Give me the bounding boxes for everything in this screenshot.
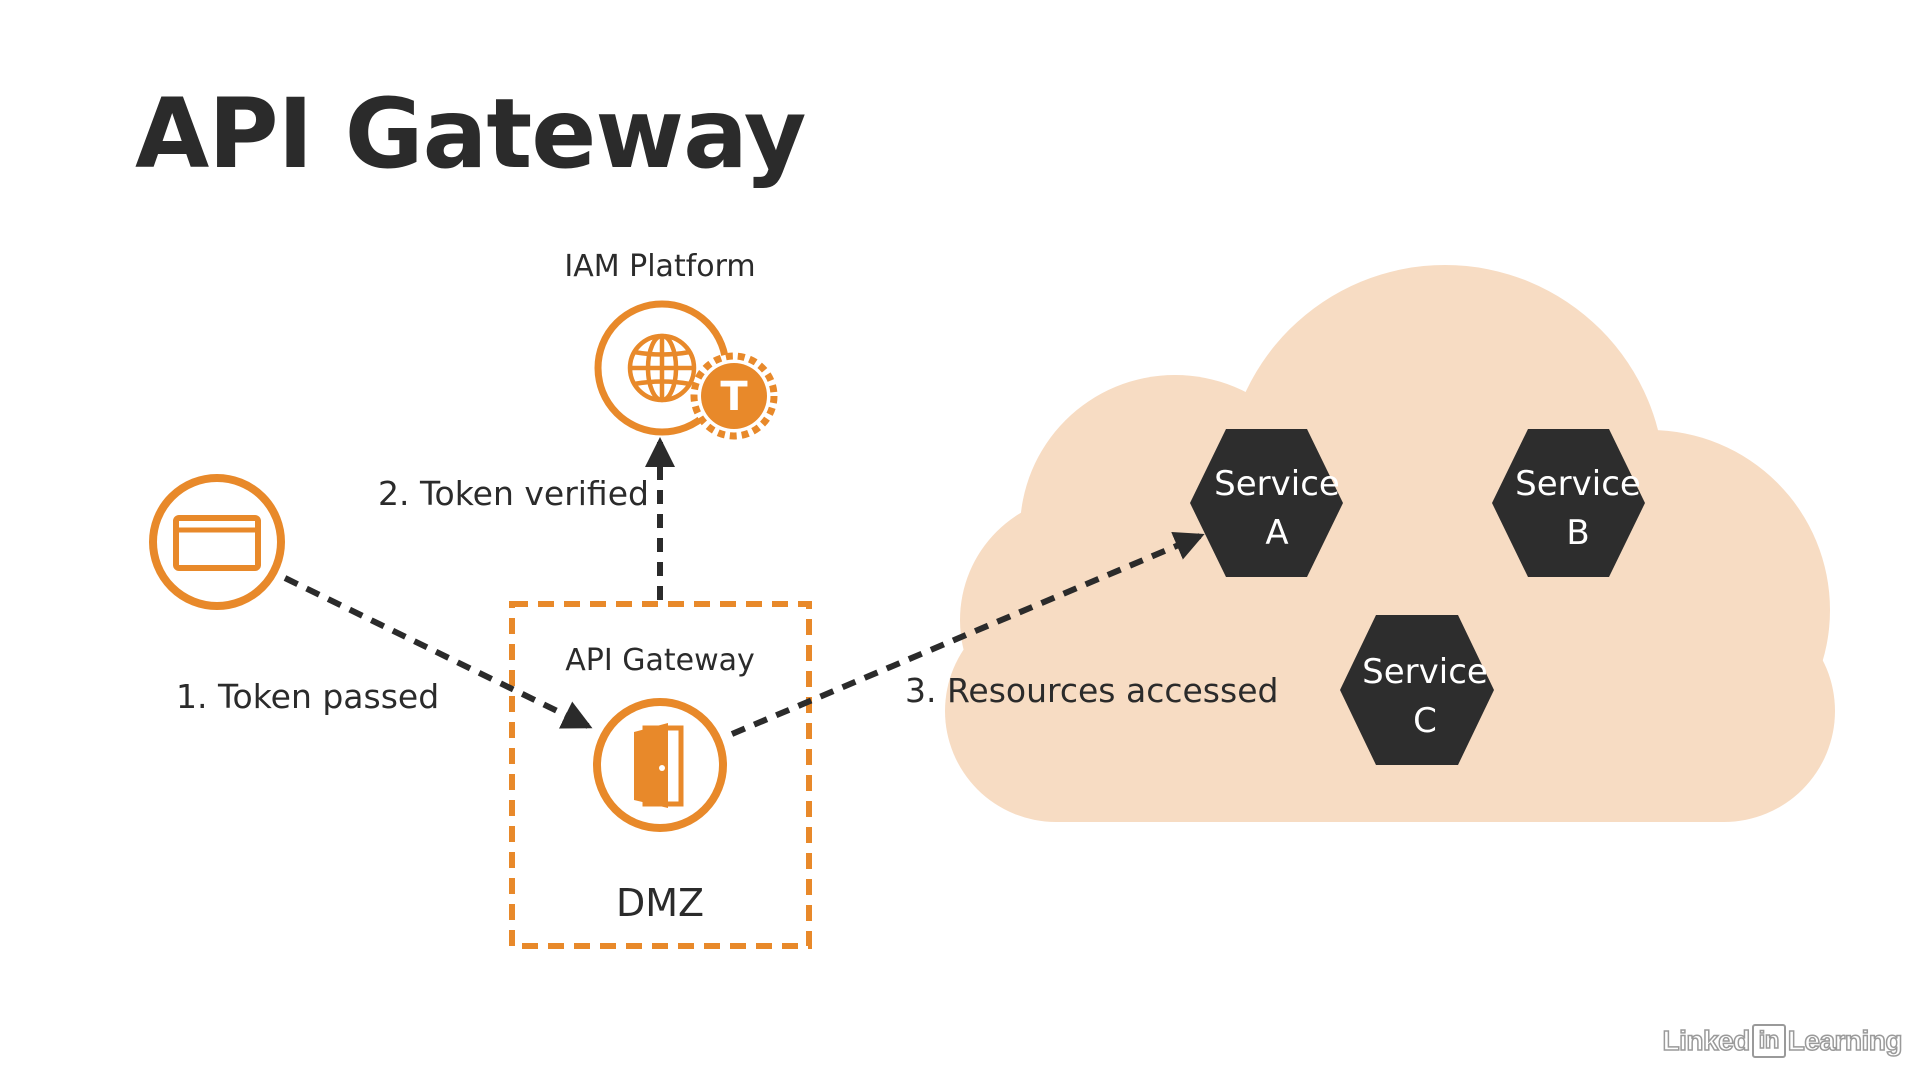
service-a-hexagon: Service A bbox=[1190, 429, 1343, 577]
arrow-token-passed bbox=[283, 575, 593, 729]
browser-window-icon bbox=[173, 515, 261, 571]
service-a-name: Service bbox=[1214, 464, 1340, 504]
logo-in-box: in bbox=[1751, 1024, 1786, 1058]
service-b-letter: B bbox=[1566, 513, 1589, 553]
api-gateway-label: API Gateway bbox=[565, 643, 755, 678]
iam-platform-node: T bbox=[594, 300, 778, 440]
logo-text-linked: Linked bbox=[1662, 1024, 1751, 1057]
globe-icon bbox=[627, 333, 697, 403]
token-badge-letter: T bbox=[720, 374, 748, 420]
client-node bbox=[149, 474, 285, 610]
step-label-token-verified: 2. Token verified bbox=[378, 474, 649, 513]
logo-text-learning: Learning bbox=[1787, 1024, 1903, 1057]
service-c-hexagon: Service C bbox=[1340, 615, 1494, 765]
service-b-hexagon: Service B bbox=[1492, 429, 1645, 577]
page-title: API Gateway bbox=[135, 78, 806, 190]
service-c-name: Service bbox=[1362, 652, 1488, 692]
api-gateway-node bbox=[593, 698, 727, 832]
door-icon bbox=[634, 723, 684, 808]
arrow-resources-accessed bbox=[730, 531, 1205, 737]
iam-platform-label: IAM Platform bbox=[564, 249, 755, 284]
dmz-boundary bbox=[509, 601, 812, 949]
step-label-token-passed: 1. Token passed bbox=[176, 677, 439, 716]
step-label-resources-accessed: 3. Resources accessed bbox=[905, 671, 1278, 710]
service-a-letter: A bbox=[1265, 513, 1288, 553]
linkedin-learning-logo: Linked in Learning bbox=[1662, 1024, 1903, 1058]
dmz-label: DMZ bbox=[616, 881, 704, 925]
service-b-name: Service bbox=[1515, 464, 1641, 504]
service-c-letter: C bbox=[1413, 701, 1437, 741]
token-gear-icon: T bbox=[690, 352, 778, 440]
